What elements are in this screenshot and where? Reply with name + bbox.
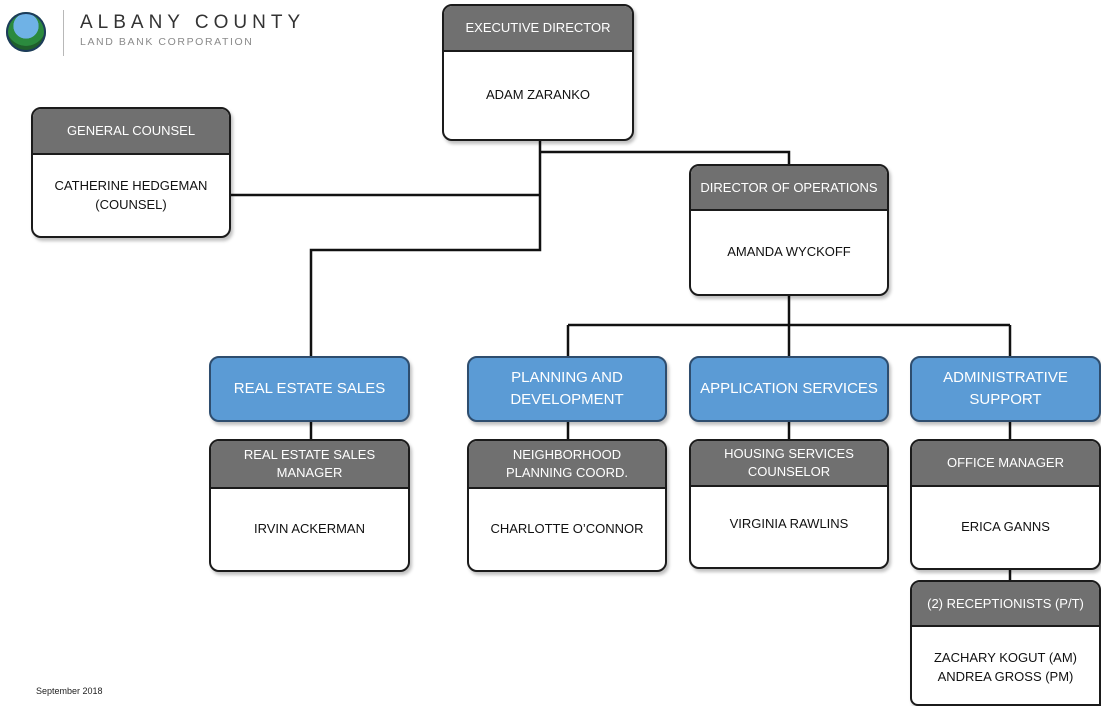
executive-director-box: EXECUTIVE DIRECTOR ADAM ZARANKO bbox=[442, 4, 634, 141]
box-name: AMANDA WYCKOFF bbox=[727, 244, 851, 260]
dept-application-services: APPLICATION SERVICES bbox=[689, 356, 889, 422]
box-header: HOUSING SERVICES COUNSELOR bbox=[691, 441, 887, 487]
housing-counselor-box: HOUSING SERVICES COUNSELOR VIRGINIA RAWL… bbox=[689, 439, 889, 569]
planning-coordinator-box: NEIGHBORHOOD PLANNING COORD. CHARLOTTE O… bbox=[467, 439, 667, 572]
box-name: VIRGINIA RAWLINS bbox=[729, 516, 849, 531]
box-header: REAL ESTATE SALES MANAGER bbox=[211, 441, 408, 489]
dept-administrative-support: ADMINISTRATIVE SUPPORT bbox=[910, 356, 1101, 422]
box-header: DIRECTOR OF OPERATIONS bbox=[691, 166, 887, 211]
box-header: EXECUTIVE DIRECTOR bbox=[444, 6, 632, 52]
box-header: GENERAL COUNSEL bbox=[33, 109, 229, 155]
office-manager-box: OFFICE MANAGER ERICA GANNS bbox=[910, 439, 1101, 570]
real-estate-manager-box: REAL ESTATE SALES MANAGER IRVIN ACKERMAN bbox=[209, 439, 410, 572]
logo-divider bbox=[63, 10, 64, 56]
dept-planning-development: PLANNING AND DEVELOPMENT bbox=[467, 356, 667, 422]
box-name: IRVIN ACKERMAN bbox=[253, 521, 365, 537]
box-name: ERICA GANNS bbox=[961, 519, 1050, 535]
director-of-operations-box: DIRECTOR OF OPERATIONS AMANDA WYCKOFF bbox=[689, 164, 889, 296]
box-name: CHARLOTTE O’CONNOR bbox=[490, 521, 644, 537]
box-name: CATHERINE HEDGEMAN (COUNSEL) bbox=[54, 177, 208, 212]
logo: ALBANY COUNTY LAND BANK CORPORATION bbox=[6, 8, 300, 58]
box-name: ZACHARY KOGUT (AM) ANDREA GROSS (PM) bbox=[933, 650, 1078, 684]
general-counsel-box: GENERAL COUNSEL CATHERINE HEDGEMAN (COUN… bbox=[31, 107, 231, 238]
dept-real-estate-sales: REAL ESTATE SALES bbox=[209, 356, 410, 422]
globe-landscape-icon bbox=[6, 12, 46, 52]
box-name: ADAM ZARANKO bbox=[485, 87, 590, 103]
box-header: OFFICE MANAGER bbox=[912, 441, 1099, 487]
receptionists-box: (2) RECEPTIONISTS (P/T) ZACHARY KOGUT (A… bbox=[910, 580, 1101, 706]
logo-title: ALBANY COUNTY bbox=[80, 12, 306, 33]
date-note: September 2018 bbox=[36, 686, 103, 696]
box-header: NEIGHBORHOOD PLANNING COORD. bbox=[469, 441, 665, 489]
logo-subtitle: LAND BANK CORPORATION bbox=[80, 36, 254, 48]
box-header: (2) RECEPTIONISTS (P/T) bbox=[912, 582, 1099, 627]
